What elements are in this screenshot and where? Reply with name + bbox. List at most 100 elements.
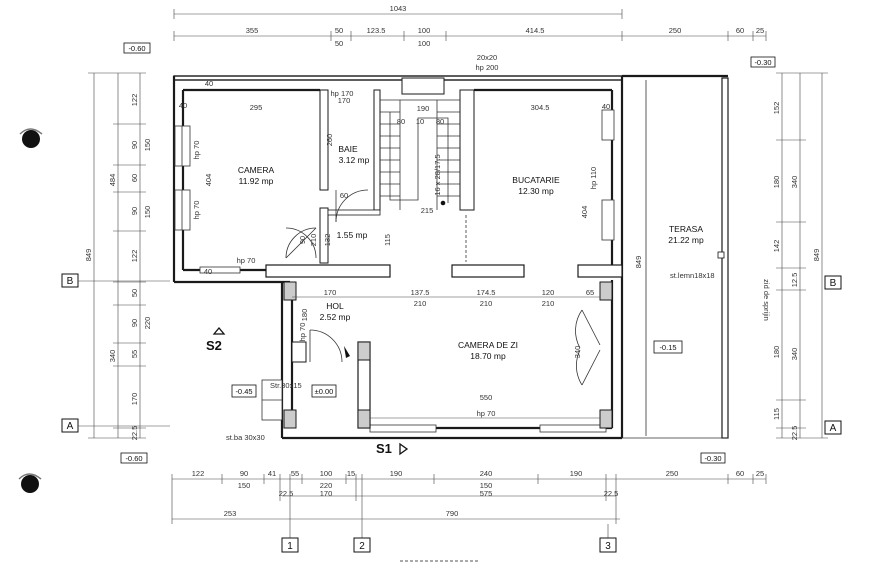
room-label-camera-de-zi: CAMERA DE ZI 18.70 mp	[458, 340, 518, 361]
svg-text:260: 260	[325, 134, 334, 147]
dim-top: 123.5	[367, 26, 386, 35]
axis-marker-A-right: A	[824, 420, 842, 435]
dim-left: 60	[130, 174, 139, 182]
svg-text:A: A	[67, 421, 74, 432]
svg-text:1.55 mp: 1.55 mp	[337, 230, 368, 240]
dim-total-width: 1043	[390, 4, 407, 13]
punch-hole-icon	[19, 128, 43, 148]
interior-dimension-lines	[292, 296, 600, 419]
svg-text:hp 110: hp 110	[589, 167, 598, 189]
dim-top: 414.5	[526, 26, 545, 35]
level-marker: -0.60	[120, 452, 148, 464]
svg-text:-0.45: -0.45	[235, 387, 252, 396]
door	[285, 227, 317, 259]
dim-bottom: 575	[480, 489, 493, 498]
dim-left-mid: 340	[108, 350, 117, 363]
svg-text:hp 70: hp 70	[192, 201, 201, 220]
room-label-hol: HOL 2.52 mp	[320, 301, 351, 322]
level-marker: -0.30	[750, 56, 776, 68]
right-dimension-lines	[776, 72, 828, 439]
interior-annotations: 295 304.5 170 190 20x20 hp 200 hp 170 hp…	[179, 53, 771, 442]
section-marker-s1: S1	[376, 441, 409, 456]
svg-text:S1: S1	[376, 441, 392, 456]
dim-bottom: 25	[756, 469, 764, 478]
left-dimension-lines	[88, 72, 146, 439]
svg-text:-0.30: -0.30	[754, 58, 771, 67]
window	[601, 109, 615, 141]
dim-bottom: 90	[240, 469, 248, 478]
svg-text:HOL: HOL	[326, 301, 344, 311]
axis-marker-3: 3	[599, 524, 617, 553]
svg-text:40: 40	[179, 101, 187, 110]
svg-text:170: 170	[338, 96, 351, 105]
svg-text:170: 170	[324, 288, 337, 297]
svg-text:40: 40	[205, 79, 213, 88]
dim-left: 170	[130, 393, 139, 406]
svg-text:21.22 mp: 21.22 mp	[668, 235, 704, 245]
entry-step	[261, 379, 283, 421]
dim-right: 115	[772, 408, 781, 420]
top-dimension-lines	[173, 9, 767, 41]
room-label-terasa: TERASA 21.22 mp	[668, 224, 704, 245]
dim-left: 122	[130, 94, 139, 107]
level-marker: -0.30	[700, 452, 726, 464]
dim-right: 152	[772, 102, 781, 115]
svg-text:2.52 mp: 2.52 mp	[320, 312, 351, 322]
svg-text:404: 404	[204, 174, 213, 187]
level-marker-terrace: -0.15	[653, 340, 683, 354]
svg-text:60: 60	[340, 191, 348, 200]
svg-text:215: 215	[421, 206, 434, 215]
svg-text:10: 10	[416, 117, 424, 126]
door	[575, 309, 601, 386]
axis-marker-2: 2	[353, 501, 371, 553]
dim-top: 100	[418, 39, 431, 48]
dim-top: 250	[669, 26, 682, 35]
dim-bottom: 150	[480, 481, 493, 490]
punch-hole-icon	[18, 473, 42, 493]
dim-bottom: 240	[480, 469, 493, 478]
dim-top: 60	[736, 26, 744, 35]
dim-left-mid: 150	[143, 206, 152, 219]
svg-text:A: A	[830, 423, 837, 434]
svg-text:20x20: 20x20	[477, 53, 497, 62]
svg-text:849: 849	[634, 256, 643, 269]
dim-left-mid: 150	[143, 139, 152, 152]
axis-marker-B-left: B	[61, 273, 170, 288]
svg-text:174.5: 174.5	[477, 288, 496, 297]
svg-text:11.92 mp: 11.92 mp	[239, 176, 274, 186]
svg-text:hp 200: hp 200	[476, 63, 499, 72]
dim-bottom: 15	[347, 469, 355, 478]
svg-text:hp 70: hp 70	[298, 323, 307, 342]
dim-bottom: 190	[390, 469, 403, 478]
terrace	[622, 74, 729, 439]
svg-text:40: 40	[602, 102, 610, 111]
dim-bottom: 220	[320, 481, 333, 490]
dim-bottom: 150	[238, 481, 251, 490]
dim-bottom: 100	[320, 469, 333, 478]
dim-top: 50	[335, 26, 343, 35]
dim-bottom: 170	[320, 489, 333, 498]
axis-marker-A-left: A	[61, 418, 170, 433]
svg-text:-0.60: -0.60	[125, 454, 142, 463]
svg-text:137.5: 137.5	[411, 288, 430, 297]
svg-text:CAMERA: CAMERA	[238, 165, 275, 175]
bottom-dimension-lines	[171, 474, 767, 524]
svg-text:80: 80	[436, 117, 444, 126]
svg-text:S2: S2	[206, 338, 222, 353]
dim-left: 90	[130, 141, 139, 149]
dim-top: 25	[756, 26, 764, 35]
dim-left: 50	[130, 289, 139, 297]
svg-text:hp 70: hp 70	[192, 141, 201, 160]
svg-text:210: 210	[480, 299, 493, 308]
svg-text:3: 3	[605, 541, 611, 552]
svg-text:TERASA: TERASA	[669, 224, 703, 234]
dim-right: 12.5	[790, 273, 799, 288]
dim-top: 100	[418, 26, 431, 35]
svg-text:304.5: 304.5	[531, 103, 550, 112]
dim-bottom: 122	[192, 469, 205, 478]
dim-bottom: 22.5	[604, 489, 619, 498]
dim-right: 180	[772, 176, 781, 189]
svg-text:210: 210	[542, 299, 555, 308]
dim-bottom: 60	[736, 469, 744, 478]
